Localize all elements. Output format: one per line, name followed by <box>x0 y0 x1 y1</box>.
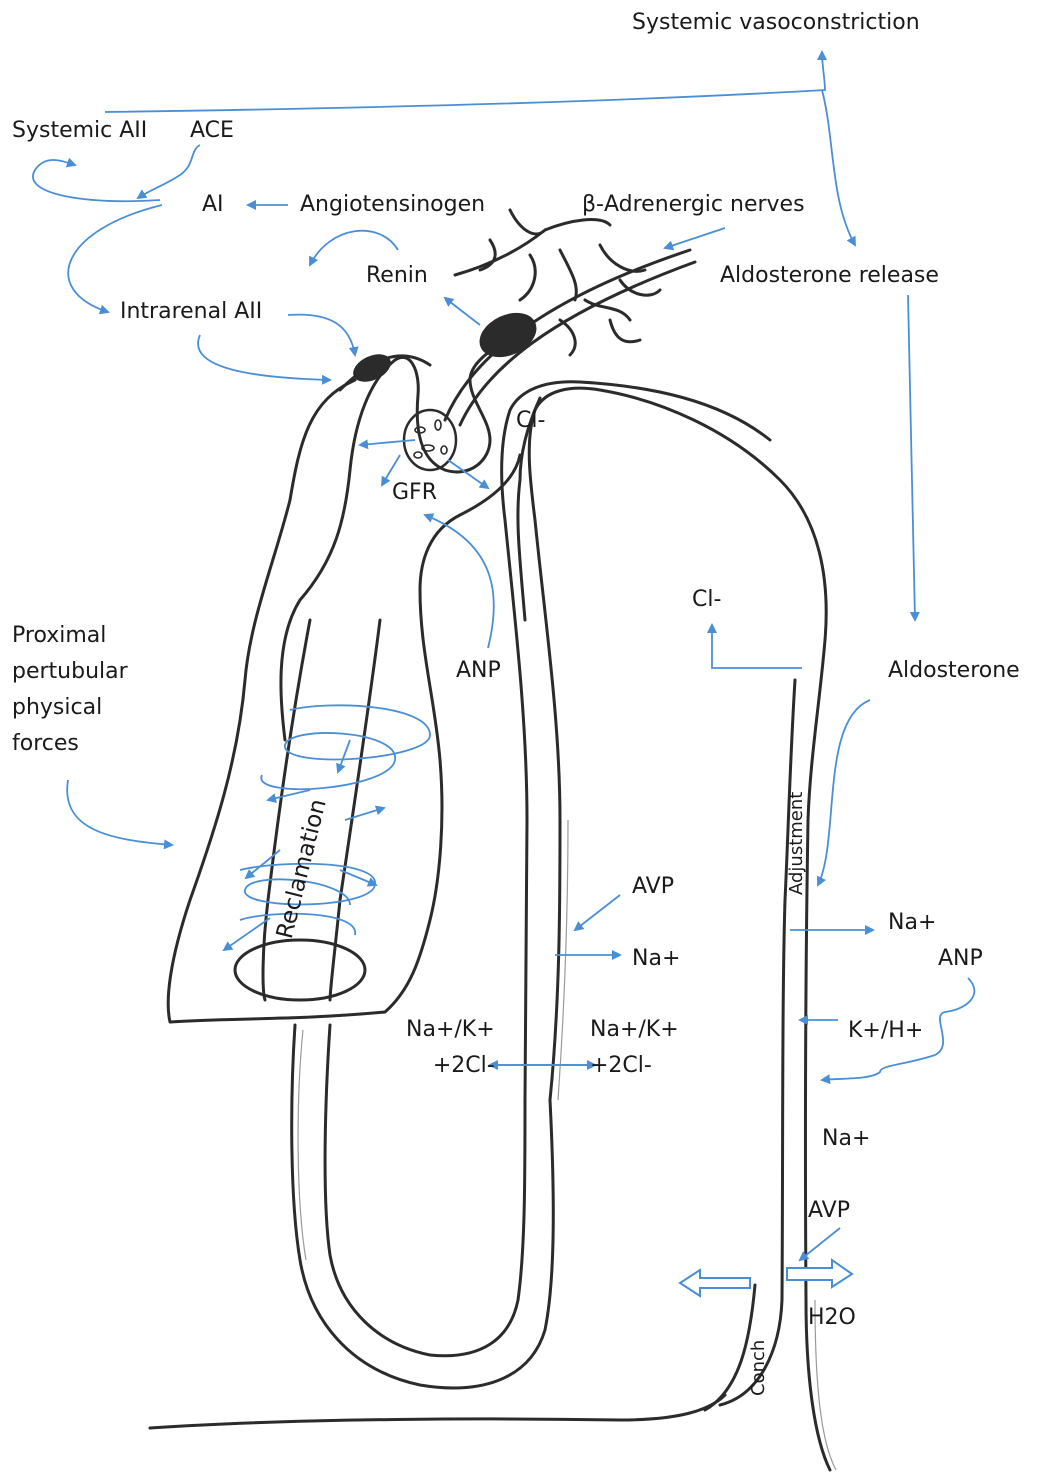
connecting-tubule <box>720 680 795 1405</box>
arrow-beta-nerves <box>665 228 725 248</box>
label-gfr: GFR <box>392 480 437 506</box>
arrows <box>33 52 974 1260</box>
label-na-collecting: Na+ <box>822 1126 870 1152</box>
reclamation-tube-right <box>330 620 380 1000</box>
arrow-reclaim-2 <box>268 790 310 800</box>
arrow-gfr-left <box>360 440 415 445</box>
label-avp-low: AVP <box>808 1198 850 1224</box>
label-systemic-aii: Systemic AII <box>12 118 147 144</box>
proximal-tubule-outer <box>168 380 520 1022</box>
label-ace: ACE <box>190 118 234 144</box>
label-nakcl-left: Na+/K+ +2Cl- <box>406 1012 495 1084</box>
arrow-cl-mid <box>712 625 802 668</box>
label-angiotensinogen: Angiotensinogen <box>300 192 485 218</box>
label-intrarenal-aii: Intrarenal AII <box>120 299 262 325</box>
label-cl-mid: Cl- <box>692 587 721 613</box>
water-arrow-right <box>787 1260 852 1287</box>
arrow-proximal-forces <box>67 780 172 845</box>
water-arrow-left <box>680 1270 750 1296</box>
arrow-ace-to-ai <box>138 145 200 198</box>
arrow-gfr-right <box>448 460 488 488</box>
arrow-avp-mid <box>575 895 620 930</box>
label-systemic-vasoconstriction: Systemic vasoconstriction <box>632 10 920 36</box>
arrow-aldosterone-to-tubule <box>818 700 870 885</box>
label-renin: Renin <box>366 263 428 289</box>
arrow-release-to-aldosterone <box>908 295 915 620</box>
label-na-distal: Na+ <box>888 910 936 936</box>
arrow-intrarenal-to-macula <box>198 335 330 380</box>
arrow-reclaim-3 <box>345 808 384 820</box>
label-h2o: H2O <box>808 1305 856 1331</box>
label-anp-top: ANP <box>456 658 501 684</box>
label-aldosterone-release: Aldosterone release <box>720 263 939 289</box>
label-proximal-forces: Proximal pertubular physical forces <box>12 618 128 762</box>
tubule-cross-section <box>235 940 365 1000</box>
label-adjustment: Adjustment <box>784 792 810 895</box>
arrow-to-vasoconstriction <box>105 52 825 112</box>
arrow-ai-to-intrarenal <box>68 205 162 312</box>
label-na-thick: Na+ <box>632 946 680 972</box>
water-arrows <box>680 1260 852 1296</box>
label-aldosterone: Aldosterone <box>888 658 1020 684</box>
label-ai: AI <box>202 192 224 218</box>
arrow-jg-to-renin <box>445 298 480 325</box>
arrow-to-aldosterone-release <box>822 90 855 245</box>
label-anp-distal: ANP <box>938 946 983 972</box>
thick-ascending-inner <box>502 382 770 1100</box>
arrow-ai-to-systemic-aii <box>33 160 160 201</box>
label-cl-top: Cl- <box>516 408 545 434</box>
arrow-renin-on-angiotensinogen <box>310 231 398 265</box>
basement-line <box>150 1395 725 1428</box>
label-k-h: K+/H+ <box>848 1018 923 1044</box>
arrow-reclaim-4 <box>340 870 376 885</box>
label-avp-mid: AVP <box>632 874 674 900</box>
label-conch: Conch <box>746 1340 772 1396</box>
label-beta-adrenergic-nerves: β-Adrenergic nerves <box>582 192 805 218</box>
label-nakcl-right: Na+/K+ +2Cl- <box>590 1012 679 1084</box>
arrow-reclaim-1 <box>338 740 350 772</box>
arrow-intrarenal-to-afferent <box>288 315 355 355</box>
